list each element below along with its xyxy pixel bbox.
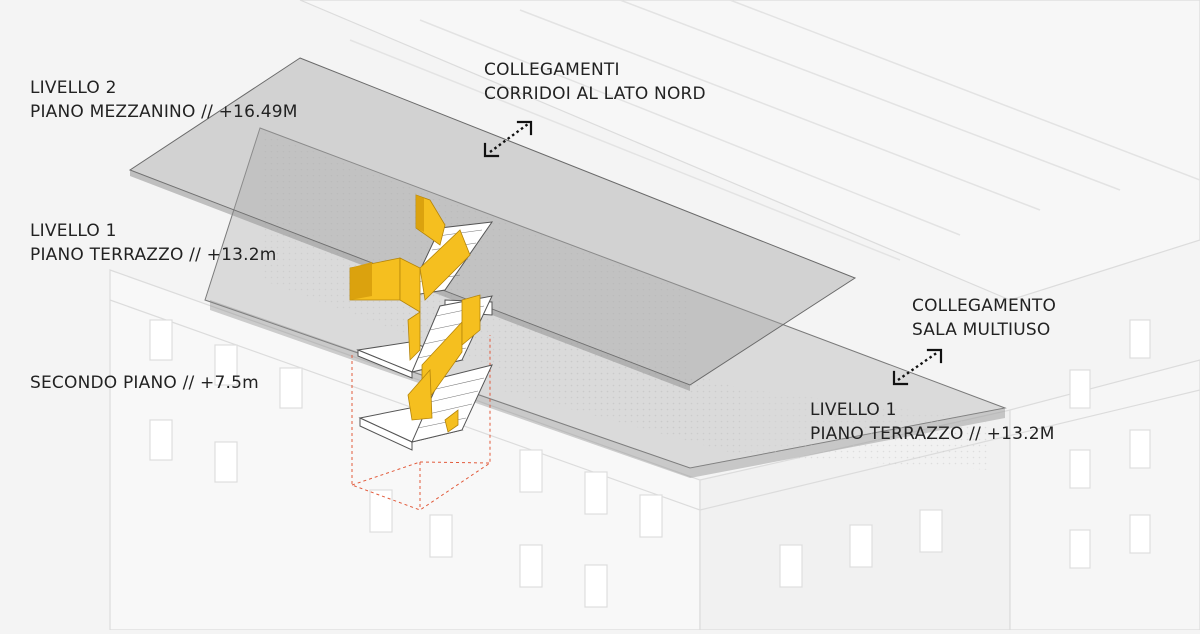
building-windows — [149, 319, 1151, 608]
label-livello1-left-line2: PIANO TERRAZZO // +13.2m — [30, 245, 277, 265]
arrowheads — [483, 120, 943, 386]
glazing-panels — [500, 320, 990, 470]
label-livello2-line1: LIVELLO 2 — [30, 78, 117, 98]
double-arrow-dotted-icon — [489, 123, 939, 381]
label-secondo-piano: SECONDO PIANO // +7.5m — [30, 371, 259, 395]
label-collegamento: COLLEGAMENTO SALA MULTIUSO — [912, 294, 1056, 342]
roof-structure — [349, 0, 1200, 261]
label-livello1-right-line2: PIANO TERRAZZO // +13.2M — [810, 424, 1055, 444]
label-collegamenti-line2: CORRIDOI AL LATO NORD — [484, 84, 706, 104]
label-collegamento-line2: SALA MULTIUSO — [912, 320, 1051, 340]
stair-parapet-shadows — [350, 195, 424, 300]
label-collegamenti-line1: COLLEGAMENTI — [484, 60, 620, 80]
label-secondo-piano-line1: SECONDO PIANO // +7.5m — [30, 373, 259, 393]
stair-guide-box — [351, 335, 491, 511]
label-collegamenti: COLLEGAMENTI CORRIDOI AL LATO NORD — [484, 58, 706, 106]
label-livello1-right: LIVELLO 1 PIANO TERRAZZO // +13.2M — [810, 398, 1055, 446]
label-livello1-right-line1: LIVELLO 1 — [810, 400, 897, 420]
label-livello2-line2: PIANO MEZZANINO // +16.49M — [30, 102, 298, 122]
label-livello2: LIVELLO 2 PIANO MEZZANINO // +16.49M — [30, 76, 298, 124]
label-livello1-left: LIVELLO 1 PIANO TERRAZZO // +13.2m — [30, 219, 276, 267]
label-livello1-left-line1: LIVELLO 1 — [30, 221, 117, 241]
label-collegamento-line1: COLLEGAMENTO — [912, 296, 1057, 316]
